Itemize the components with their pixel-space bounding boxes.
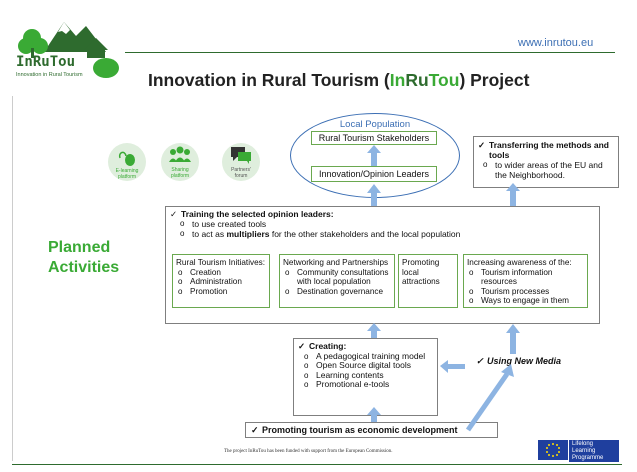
initiatives-title: Rural Tourism Initiatives: (176, 258, 266, 267)
arrow-training-to-transferring (506, 183, 520, 206)
creating-item: Open Source digital tools (302, 360, 433, 371)
platform-forum: Partners' forum (222, 143, 260, 181)
transferring-box: Transferring the methods and tools to wi… (473, 136, 619, 188)
page-title: Innovation in Rural Tourism (InRuTou) Pr… (148, 70, 530, 90)
arrow-media-to-training (506, 324, 520, 354)
people-icon (169, 146, 191, 162)
initiative-item: Administration (176, 277, 266, 287)
networking-item: Destination governance (283, 287, 391, 297)
awareness-item: Tourism information resources (467, 268, 584, 287)
local-population-title: Local Population (339, 119, 411, 130)
transferring-title: Transferring the methods and tools (478, 140, 614, 160)
arrow-training-to-leaders (367, 184, 381, 206)
planned-activities-label: Planned Activities (48, 239, 120, 276)
platform-label: Partners' forum (231, 167, 251, 179)
llp-badge: Lifelong Learning Programme (569, 440, 619, 462)
initiative-item: Promotion (176, 287, 266, 297)
funding-note: The project InRuTou has been funded with… (224, 449, 393, 454)
awareness-title: Increasing awareness of the: (467, 258, 572, 267)
leaders-label: Innovation/Opinion Leaders (318, 169, 430, 179)
platform-label: Sharing platform (170, 167, 190, 179)
creating-item: Learning contents (302, 370, 433, 381)
arrow-economic-to-media (465, 364, 514, 432)
promoting-economic-label: Promoting tourism as economic developmen… (251, 425, 458, 435)
training-text: Training the selected opinion leaders: t… (170, 209, 595, 239)
header-rule-left (12, 96, 13, 461)
promoting-economic-box: Promoting tourism as economic developmen… (245, 422, 498, 438)
transferring-item: to wider areas of the EU and the Neighbo… (481, 160, 614, 180)
site-url: www.inrutou.eu (518, 37, 594, 49)
awareness-item: Ways to engage in them (467, 296, 584, 306)
llp-line: Learning (572, 448, 596, 454)
using-new-media: Using New Media (476, 356, 637, 367)
arrow-media-to-creating (440, 360, 465, 373)
training-title: Training the selected opinion leaders (181, 209, 331, 219)
bottom-rule (12, 464, 622, 465)
logo: InRuTou Innovation in Rural Tourism (14, 10, 124, 96)
chat-bubbles-icon (231, 147, 251, 164)
training-item-multipliers: to act as multipliers for the other stak… (178, 229, 595, 239)
mouse-icon (118, 151, 135, 166)
initiatives-box: Rural Tourism Initiatives: Creation Admi… (172, 254, 270, 308)
platform-label: E-learning platform (115, 168, 139, 180)
creating-box: Creating: A pedagogical training model O… (293, 338, 438, 416)
arrow-creating-to-training (367, 323, 381, 338)
promoting-local-label: Promoting local attractions (402, 258, 440, 286)
logo-subtitle: Innovation in Rural Tourism (16, 72, 83, 78)
networking-item: Community consultations with local popul… (283, 268, 391, 287)
awareness-box: Increasing awareness of the: Tourism inf… (463, 254, 588, 308)
llp-line: Programme (572, 455, 604, 461)
arrow-economic-to-creating (367, 407, 381, 422)
leaders-box: Innovation/Opinion Leaders (311, 166, 437, 182)
promoting-local-box: Promoting local attractions (398, 254, 458, 308)
eu-flag-icon (538, 440, 568, 460)
platform-e-learning: E-learning platform (108, 143, 146, 181)
header-rule (125, 52, 615, 53)
networking-title: Networking and Partnerships (283, 258, 389, 267)
training-item-tools: to use created tools (178, 219, 595, 229)
eu-stars-icon (546, 443, 560, 457)
creating-item: A pedagogical training model (302, 351, 433, 362)
arrow-leaders-to-stakeholders (367, 145, 381, 166)
logo-text: InRuTou (16, 54, 76, 70)
logo-graphic-icon (18, 22, 119, 78)
networking-box: Networking and Partnerships Community co… (279, 254, 395, 308)
stakeholders-box: Rural Tourism Stakeholders (311, 131, 437, 145)
creating-item: Promotional e-tools (302, 379, 433, 390)
stakeholders-label: Rural Tourism Stakeholders (318, 133, 430, 143)
awareness-item: Tourism processes (467, 287, 584, 297)
platform-sharing: Sharing platform (161, 143, 199, 181)
initiative-item: Creation (176, 268, 266, 278)
creating-title: Creating: (298, 341, 433, 352)
llp-line: Lifelong (572, 441, 594, 447)
